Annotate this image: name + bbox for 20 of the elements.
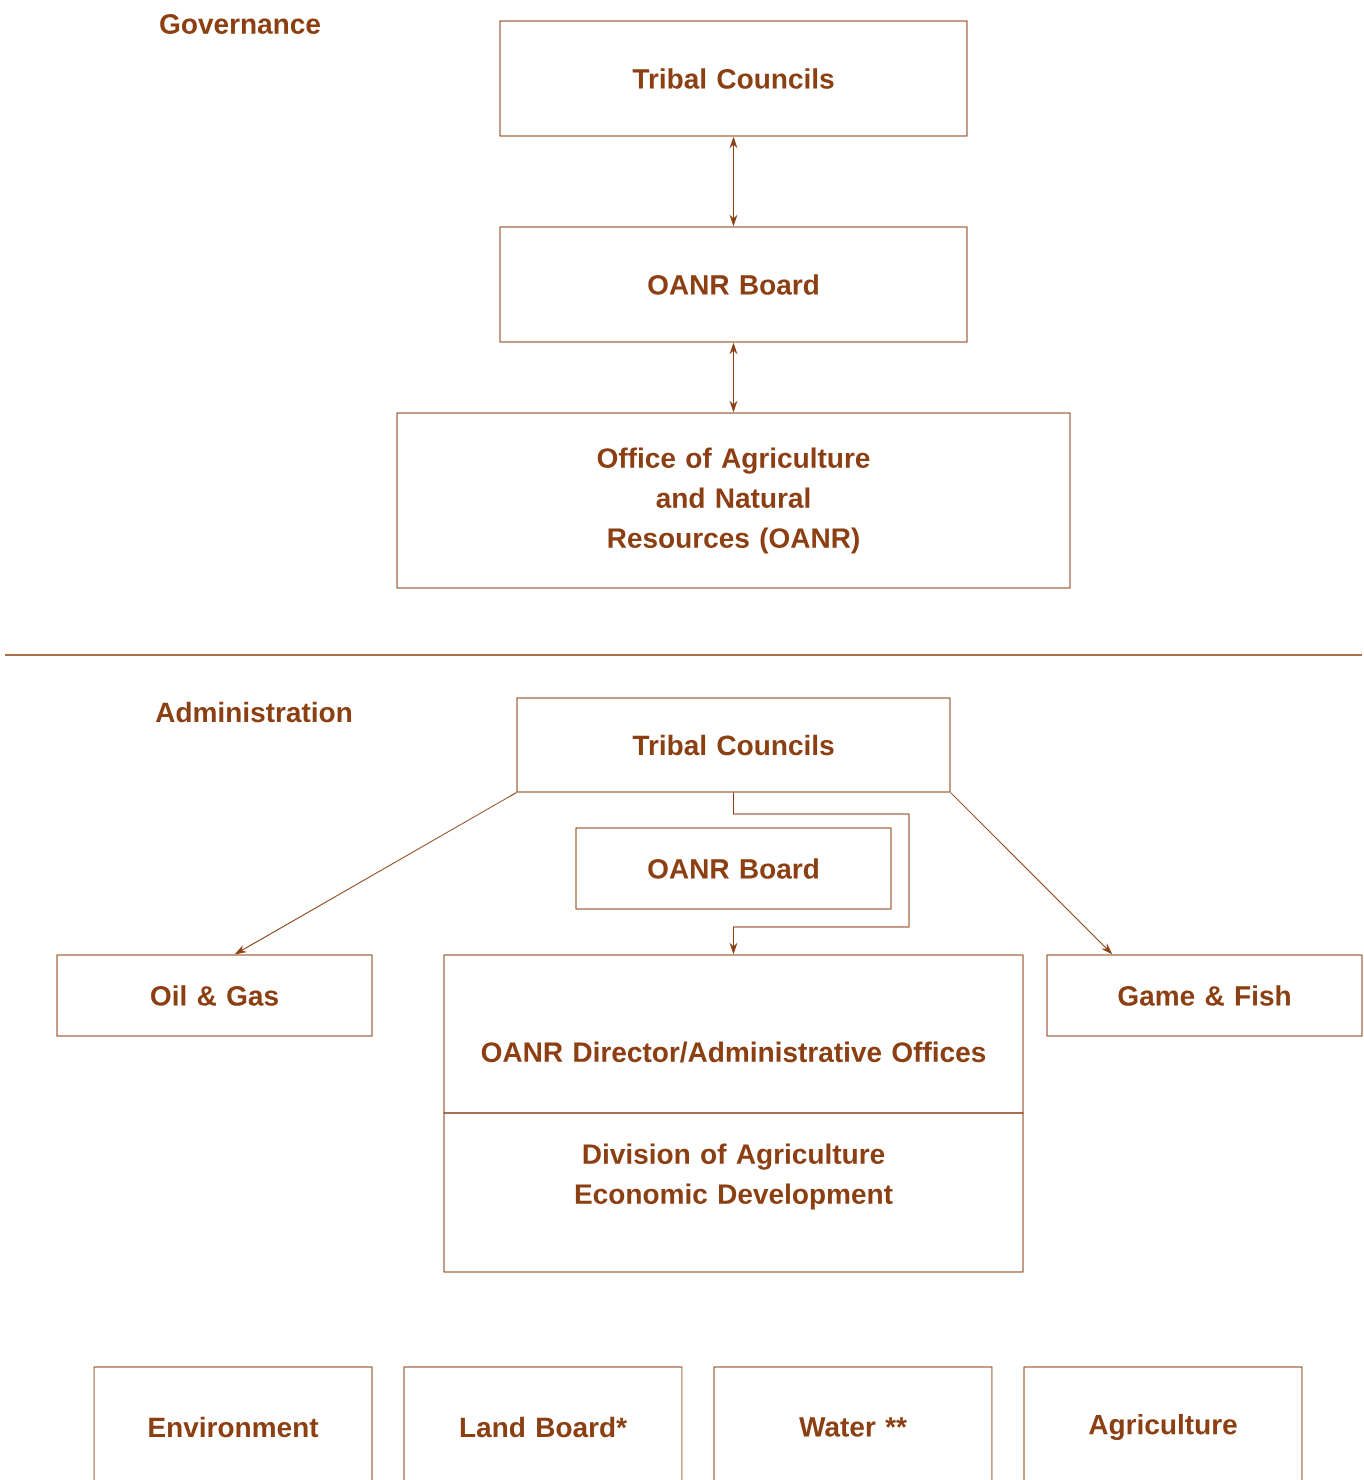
arrow [235, 792, 517, 955]
org-box: Division of Agriculture Economic Development [443, 1112, 1024, 1273]
org-box: Agriculture [1023, 1366, 1303, 1480]
section-heading: Governance [160, 14, 320, 34]
org-box: Water ** [713, 1366, 993, 1480]
org-box: OANR Board [575, 827, 892, 910]
org-box: Tribal Councils [499, 20, 968, 137]
section-heading: Administration [155, 701, 352, 723]
arrow [730, 137, 737, 226]
org-box: Land Board* [403, 1366, 683, 1480]
org-box: Office of Agriculture and Natural Resources (OANR) [396, 412, 1071, 589]
org-box: Environment [93, 1366, 373, 1480]
arrow [950, 792, 1112, 954]
org-box: Tribal Councils [516, 697, 951, 793]
arrow [730, 792, 910, 954]
arrow [730, 343, 737, 412]
org-box: OANR Board [499, 226, 968, 343]
org-box: OANR Director/Administrative Offices [443, 954, 1024, 1114]
org-box: Game & Fish [1046, 954, 1363, 1037]
org-box: Oil & Gas [56, 954, 373, 1037]
